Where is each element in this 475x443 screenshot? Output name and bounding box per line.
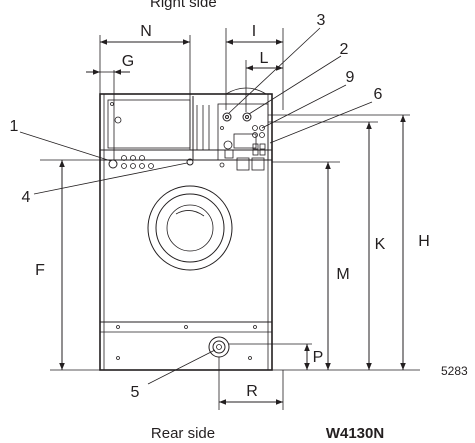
callout-9: 9	[346, 69, 355, 86]
connector-1	[108, 159, 118, 169]
dim-label-r: R	[246, 383, 258, 400]
dim-label-g: G	[122, 53, 134, 70]
connection-panel	[217, 103, 269, 161]
dim-label-n: N	[140, 23, 152, 40]
dim-label-i: I	[252, 23, 256, 40]
callout-leaders	[19, 27, 373, 385]
dimension-arrows	[59, 39, 406, 405]
callout-1: 1	[10, 118, 19, 135]
rear-side-caption: Rear side	[151, 425, 215, 442]
model-label: W4130N	[326, 425, 384, 442]
machine-rear-view	[99, 87, 273, 371]
inlet-connection-2	[242, 112, 252, 122]
callout-3: 3	[317, 12, 326, 29]
callout-2: 2	[340, 41, 349, 58]
dim-label-f: F	[35, 262, 45, 279]
callout-6: 6	[374, 86, 383, 103]
top-caption: Right side	[150, 0, 217, 11]
dim-label-l: L	[260, 50, 269, 67]
connector-4	[186, 158, 194, 166]
callout-4: 4	[22, 189, 31, 206]
dim-label-h: H	[418, 233, 430, 250]
dim-label-p: P	[313, 349, 324, 366]
machine-cabinet	[99, 93, 273, 371]
callout-5: 5	[131, 384, 140, 401]
dim-label-k: K	[375, 236, 386, 253]
drum-door	[155, 193, 225, 263]
dim-label-m: M	[336, 266, 349, 283]
figure-code: 5283	[441, 364, 468, 378]
inlet-connection-3	[222, 112, 232, 122]
drum-outer-ring	[147, 185, 233, 271]
